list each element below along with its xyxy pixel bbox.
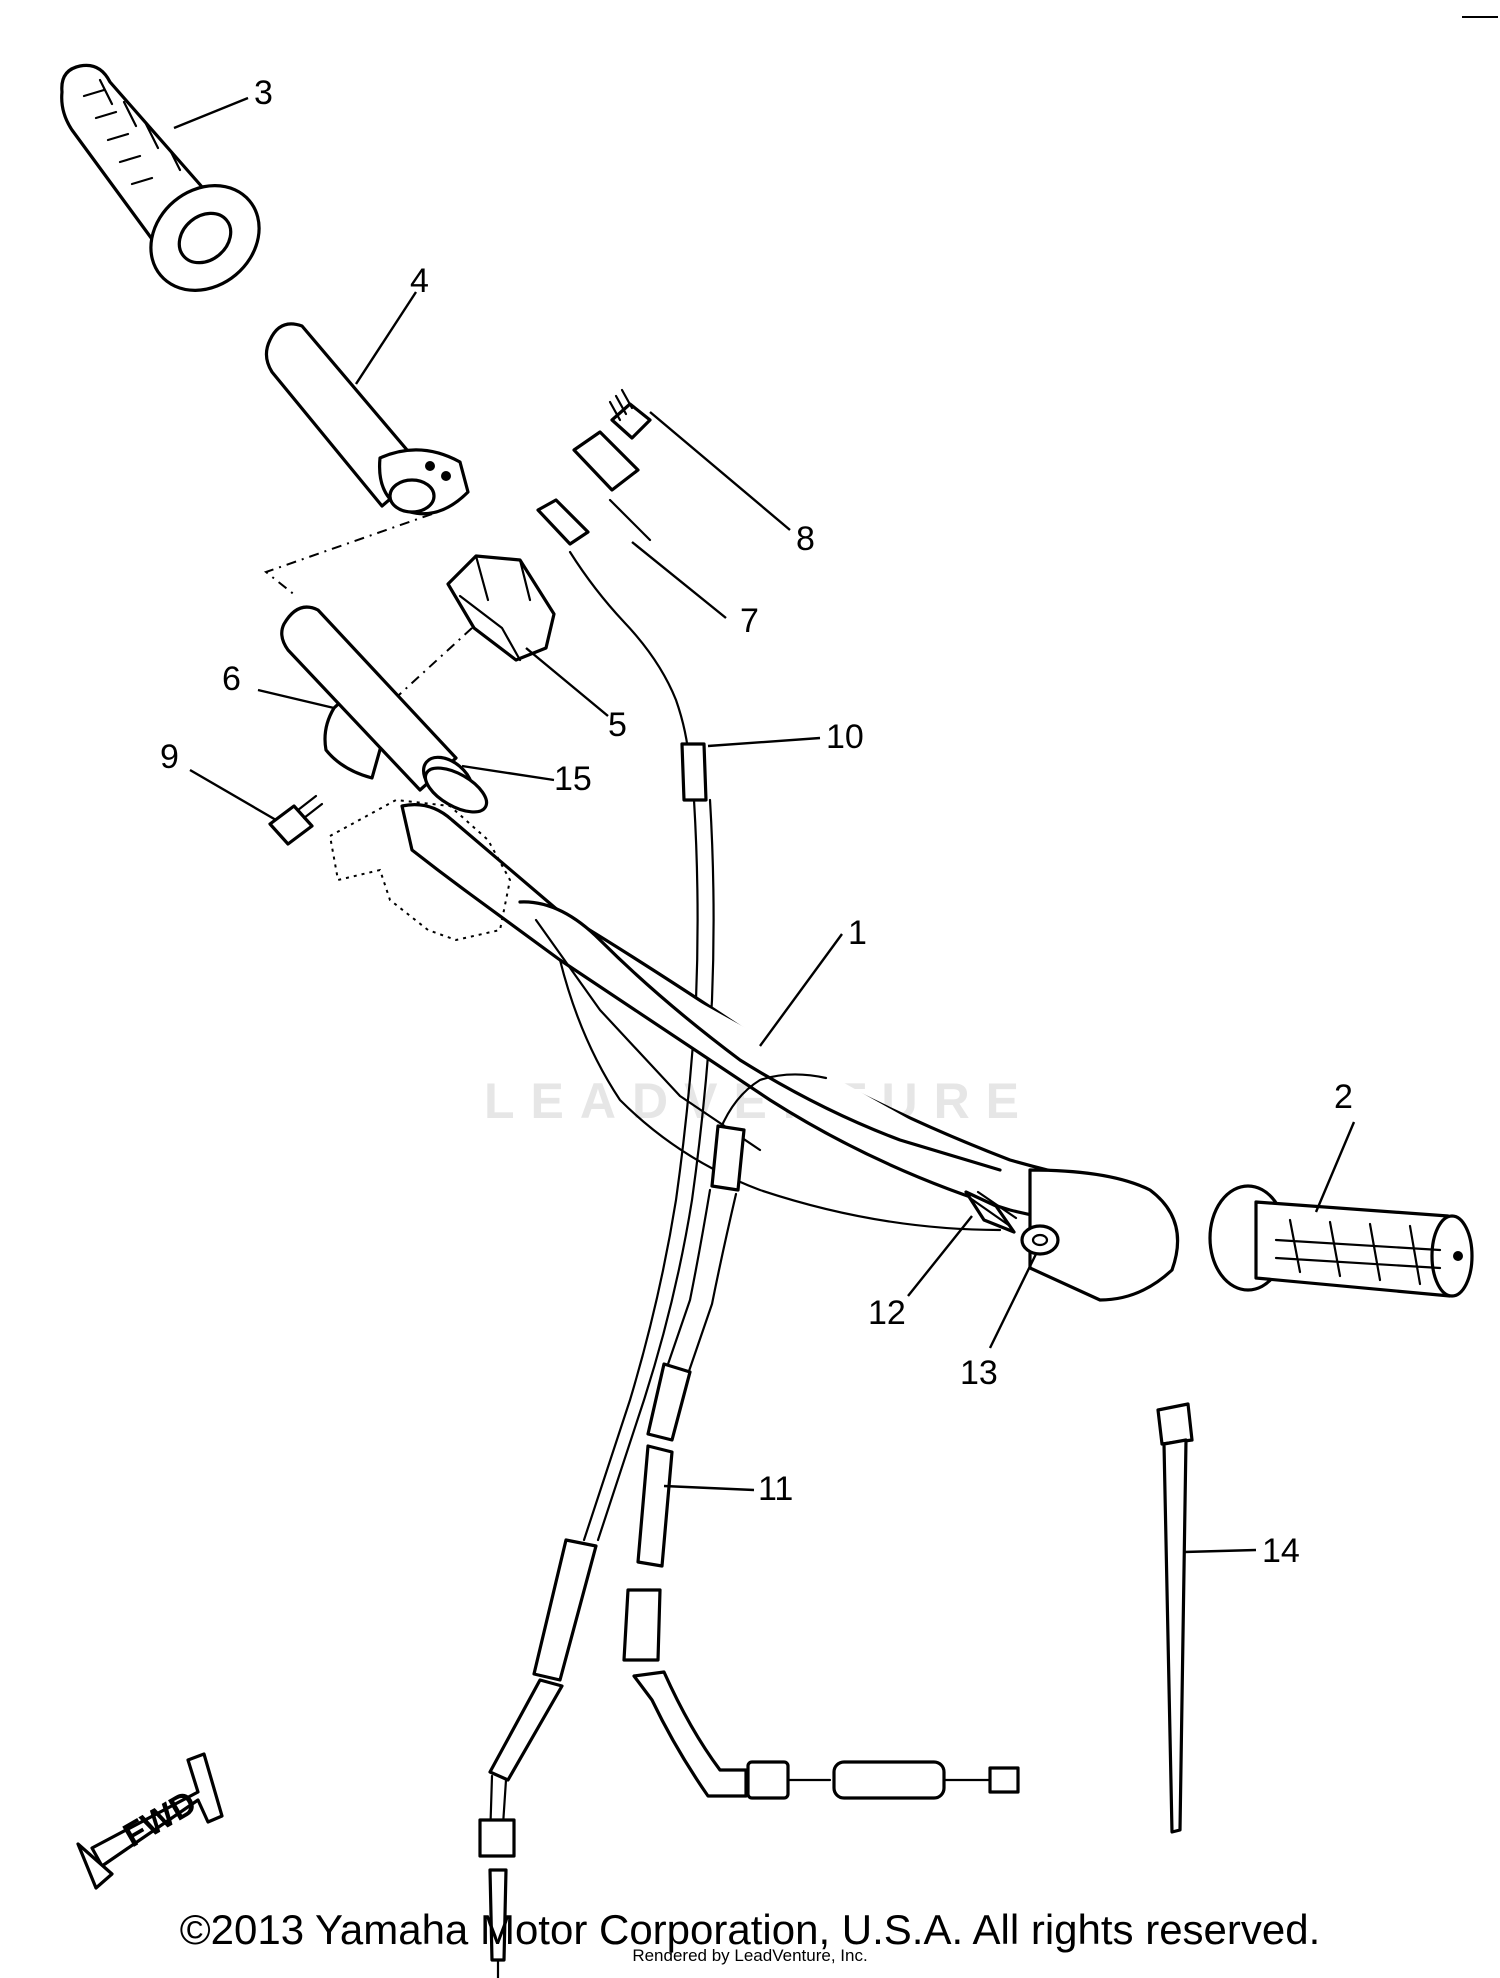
assembly-line-housing [375, 627, 473, 717]
callout-11: 11 [758, 1470, 793, 1508]
part-13-locknut[interactable] [1020, 1224, 1060, 1256]
part-8-adjuster-screw[interactable] [608, 388, 652, 440]
assembly-line-throttle [263, 513, 433, 597]
leader-14 [1183, 1548, 1257, 1554]
switch-outline [328, 798, 512, 942]
leader-1 [759, 933, 843, 1047]
callout-1: 1 [848, 914, 867, 952]
leader-7 [631, 541, 727, 619]
part-2-right-grip[interactable] [1208, 1184, 1474, 1298]
leader-11 [663, 1484, 755, 1492]
leader-12 [907, 1215, 973, 1297]
part-1-handlebar[interactable] [400, 803, 1180, 1302]
callout-13: 13 [960, 1354, 998, 1392]
leader-2 [1314, 1121, 1356, 1213]
callout-2: 2 [1334, 1078, 1353, 1116]
callout-7: 7 [740, 602, 759, 640]
leader-3 [173, 96, 249, 130]
copyright-text: ©2013 Yamaha Motor Corporation, U.S.A. A… [179, 1906, 1321, 1953]
corner-rule [1462, 16, 1498, 18]
leader-4 [354, 291, 418, 385]
callout-9: 9 [160, 738, 179, 776]
part-14-cable-tie[interactable] [1156, 1402, 1194, 1834]
part-5-throttle-housing[interactable] [446, 554, 556, 662]
part-3-left-grip[interactable] [60, 63, 281, 312]
part-4-throttle-grip[interactable] [264, 322, 470, 516]
callout-15: 15 [554, 760, 592, 798]
callout-12: 12 [868, 1294, 906, 1332]
part-9-screw[interactable] [268, 794, 324, 846]
leader-8 [649, 411, 791, 531]
callout-14: 14 [1262, 1532, 1300, 1570]
callout-6: 6 [222, 660, 241, 698]
fwd-arrow-icon [76, 1752, 224, 1890]
leader-6 [257, 688, 335, 710]
part-15-tube[interactable] [280, 605, 494, 821]
callout-10: 10 [826, 718, 864, 756]
leader-10 [707, 736, 821, 748]
callout-5: 5 [608, 706, 627, 744]
rendered-by-text: Rendered by LeadVenture, Inc. [632, 1946, 868, 1965]
part-12-adjuster-bolt[interactable] [964, 1190, 1018, 1234]
callout-4: 4 [410, 262, 429, 300]
fwd-label: FWD [117, 1783, 203, 1855]
part-7-cable-fitting[interactable] [536, 430, 652, 546]
callout-8: 8 [796, 520, 815, 558]
leader-9 [189, 768, 277, 822]
part-11-clutch-cable[interactable] [622, 1073, 1020, 1800]
leader-5 [525, 647, 609, 717]
leader-15 [461, 764, 555, 782]
leader-13 [988, 1253, 1038, 1349]
callout-3: 3 [254, 74, 273, 112]
part-10-throttle-cable[interactable] [478, 550, 715, 1978]
